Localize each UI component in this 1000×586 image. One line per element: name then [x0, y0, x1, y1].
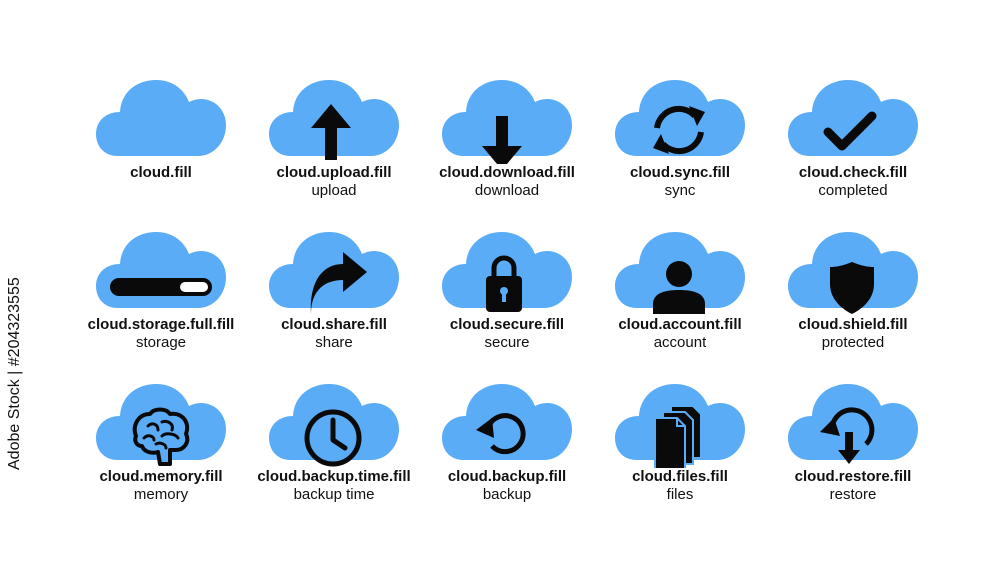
- icon-title: cloud.share.fill: [281, 316, 387, 333]
- icon-cell-cloud-secure: cloud.secure.fill secure: [421, 224, 593, 374]
- cloud-check-icon: [788, 80, 918, 156]
- icon-title: cloud.secure.fill: [449, 316, 565, 333]
- icon-title: cloud.account.fill: [618, 316, 742, 333]
- icon-label: completed: [818, 182, 888, 199]
- icon-title: cloud.restore.fill: [794, 468, 912, 485]
- icon-title: cloud.shield.fill: [798, 316, 908, 333]
- cloud-secure-icon: [442, 232, 572, 312]
- storage-bar-icon: [110, 278, 212, 296]
- icon-title: cloud.download.fill: [439, 164, 575, 181]
- icon-label: backup time: [293, 486, 375, 503]
- icon-cell-cloud-backup: cloud.backup.fill backup: [421, 376, 593, 526]
- cloud-storage-icon: [96, 232, 226, 308]
- icon-title: cloud.check.fill: [798, 164, 908, 181]
- icon-label: protected: [821, 334, 885, 351]
- icon-label: sync: [664, 182, 696, 199]
- user-icon: [653, 261, 705, 314]
- icon-label: restore: [829, 486, 877, 503]
- shield-icon: [830, 262, 874, 314]
- icon-title: cloud.sync.fill: [629, 164, 731, 181]
- cloud-sync-icon: [615, 80, 745, 156]
- icon-label: memory: [133, 486, 189, 503]
- icon-cell-cloud-memory: cloud.memory.fill memory: [75, 376, 247, 526]
- icon-title: cloud.fill: [130, 164, 192, 181]
- icon-label: storage: [135, 334, 187, 351]
- brain-icon: [132, 407, 190, 466]
- cloud-download-icon: [442, 80, 572, 164]
- icon-title: cloud.memory.fill: [99, 468, 223, 485]
- icon-cell-cloud-sync: cloud.sync.fill sync: [594, 72, 766, 222]
- cloud-icon: [96, 80, 226, 156]
- cloud-share-icon: [269, 232, 399, 314]
- cloud-shield-icon: [788, 232, 918, 314]
- icon-cell-cloud-fill: cloud.fill: [75, 72, 247, 222]
- icon-title: cloud.upload.fill: [276, 164, 392, 181]
- clock-icon: [304, 409, 362, 467]
- icon-cell-cloud-shield: cloud.shield.fill protected: [767, 224, 939, 374]
- icon-title: cloud.backup.fill: [447, 468, 567, 485]
- icon-label: upload: [311, 182, 357, 199]
- icon-label: backup: [482, 486, 532, 503]
- icon-cell-cloud-files: cloud.files.fill files: [594, 376, 766, 526]
- undo-arrow-icon: [476, 413, 526, 455]
- arrow-down-icon: [482, 116, 522, 164]
- cloud-restore-icon: [788, 384, 918, 464]
- cloud-account-icon: [615, 232, 745, 314]
- icon-cell-cloud-backup-time: cloud.backup.time.fill backup time: [248, 376, 420, 526]
- sync-icon: [654, 105, 704, 155]
- icon-cell-cloud-download: cloud.download.fill download: [421, 72, 593, 222]
- icon-label: account: [653, 334, 707, 351]
- restore-icon: [820, 407, 875, 464]
- files-icon: [654, 405, 702, 468]
- padlock-icon: [486, 255, 522, 312]
- icon-cell-cloud-account: cloud.account.fill account: [594, 224, 766, 374]
- icon-title: cloud.storage.full.fill: [87, 316, 235, 333]
- cloud-files-icon: [615, 384, 745, 468]
- icon-cell-cloud-upload: cloud.upload.fill upload: [248, 72, 420, 222]
- icon-cell-cloud-restore: cloud.restore.fill restore: [767, 376, 939, 526]
- icon-title: cloud.files.fill: [632, 468, 728, 485]
- icon-cell-cloud-check: cloud.check.fill completed: [767, 72, 939, 222]
- icon-title: cloud.backup.time.fill: [257, 468, 411, 485]
- icon-label: share: [315, 334, 353, 351]
- icon-label: secure: [484, 334, 530, 351]
- cloud-upload-icon: [269, 80, 399, 160]
- cloud-backup-icon: [442, 384, 572, 460]
- cloud-backup-time-icon: [269, 384, 399, 467]
- icon-cell-cloud-storage: cloud.storage.full.fill storage: [75, 224, 247, 374]
- icon-label: files: [666, 486, 694, 503]
- icon-cell-cloud-share: cloud.share.fill share: [248, 224, 420, 374]
- check-icon: [823, 111, 877, 151]
- icon-label: download: [474, 182, 540, 199]
- arrow-up-icon: [311, 104, 351, 160]
- cloud-memory-icon: [96, 384, 226, 466]
- share-arrow-icon: [310, 252, 367, 314]
- watermark-text: Adobe Stock | #204323555: [6, 277, 23, 470]
